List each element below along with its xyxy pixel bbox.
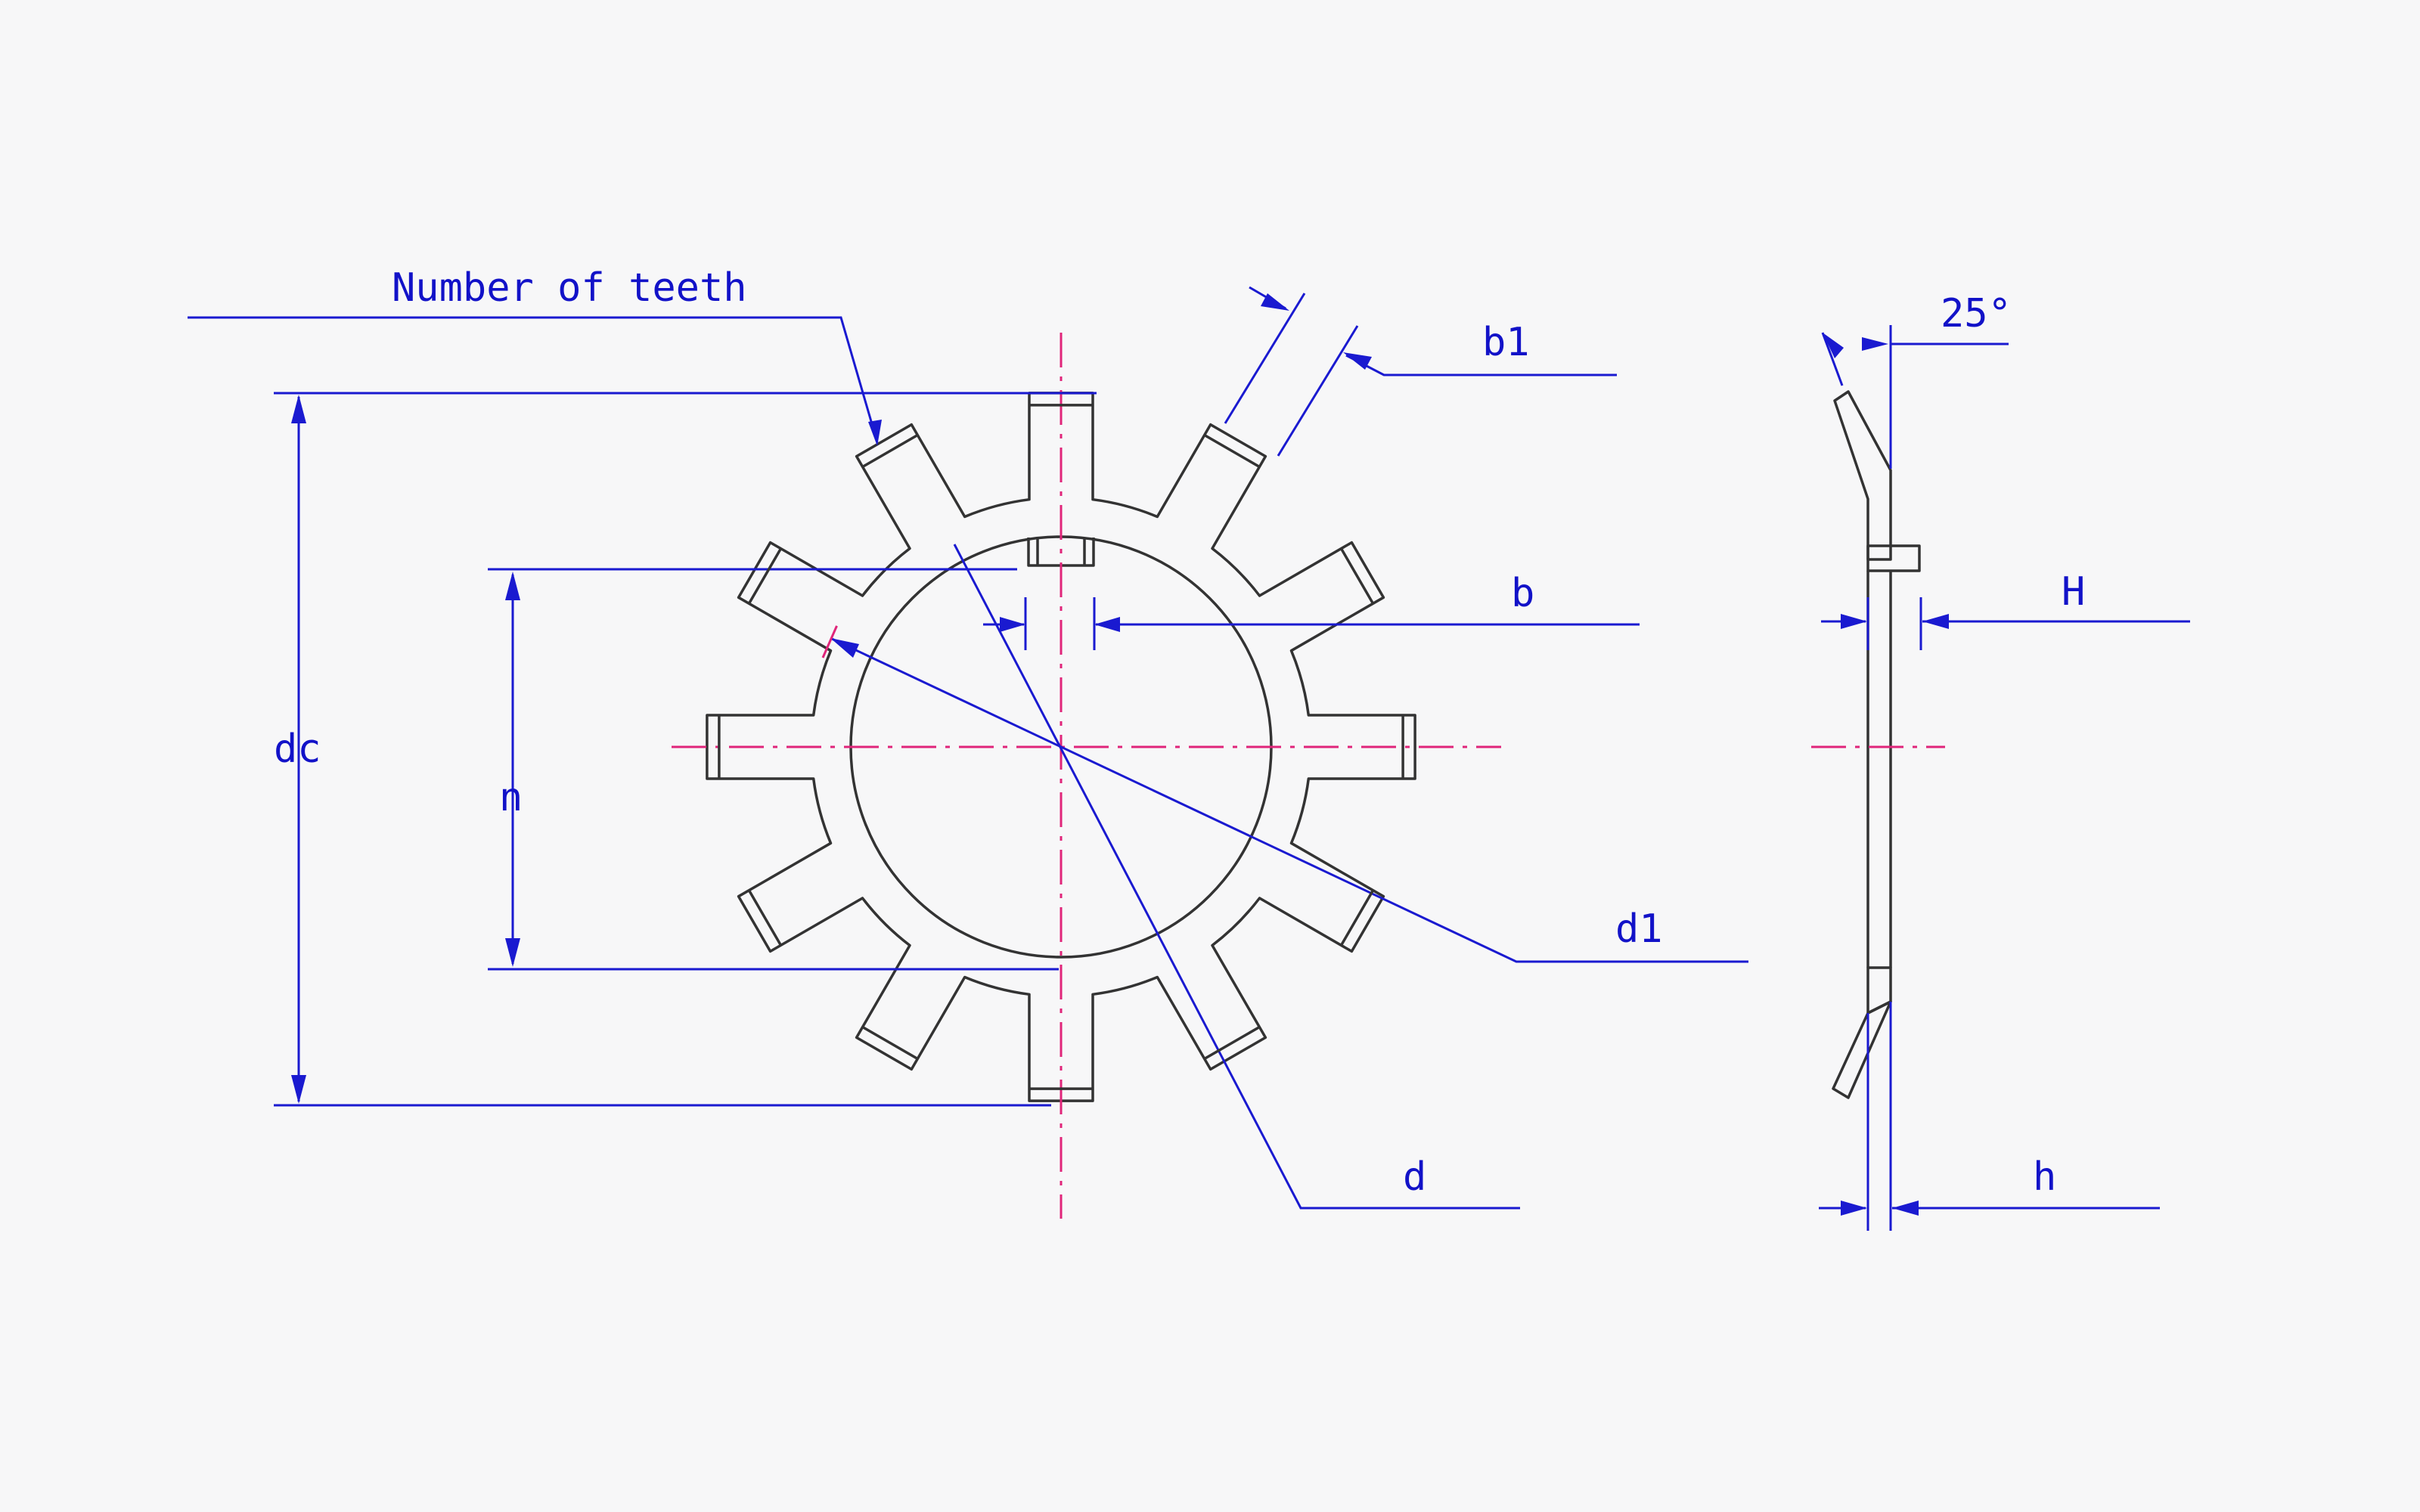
side-bottom-tooth [1832,1000,1892,1099]
angle-arrow-right [1862,337,1888,351]
dc-arrow-top [291,395,306,423]
teeth-leader-arrow [868,420,882,446]
tooth-tip-edge [861,433,919,469]
tooth-tip-edge [861,1025,919,1061]
d1-label: d1 [1615,906,1663,952]
n-arrow-bottom [505,938,520,967]
b-arrow-right [1094,617,1120,632]
H-arrow-left [1841,614,1867,629]
h-arrow-left [1841,1201,1867,1216]
side-top-tooth [1833,390,1892,561]
b1-extension-2 [1277,325,1359,457]
d-leader-line [953,544,1520,1210]
d-label: d [1403,1154,1426,1200]
n-arrow-top [505,572,520,600]
tooth-tip-edge [1203,1025,1261,1061]
angle-label: 25° [1941,291,2012,336]
washer-outer-profile [706,392,1416,1102]
b1-label: b1 [1482,320,1530,365]
b1-leader-line [1345,354,1617,376]
H-label: H [2062,569,2085,615]
dc-label: dc [274,727,321,772]
tooth-tip-edge [747,547,783,605]
b1-extension-1 [1224,293,1306,424]
H-arrow-right [1922,614,1949,629]
h-arrow-right [1892,1201,1919,1216]
tooth-tip-edge [1339,889,1375,947]
tooth-tip-edge [1339,547,1375,605]
angle-arrow-left [1823,333,1844,358]
b1-arrow-1 [1261,293,1289,311]
front-view [672,333,1501,1219]
dc-arrow-bottom [291,1075,306,1104]
d1-leader-line [831,637,1748,963]
d1-arrow [830,638,859,658]
n-label: n [499,775,523,820]
front-dimensions [188,286,1748,1210]
inner-tab-inner [1036,538,1086,565]
tooth-tip-edge [747,889,783,947]
angle-extension [1821,332,1844,386]
teeth-leader-line [188,316,879,443]
h-label: h [2033,1154,2056,1200]
b-label: b [1511,571,1534,616]
side-body [1866,571,1892,968]
d1-extension [821,619,841,658]
b-arrow-left [1000,617,1025,632]
side-inner-tab [1866,544,1921,572]
b1-arrow-2 [1343,352,1372,370]
side-view [1811,325,2190,1231]
number-of-teeth-label: Number of teeth [392,265,747,311]
tooth-tip-edge [1203,433,1261,469]
